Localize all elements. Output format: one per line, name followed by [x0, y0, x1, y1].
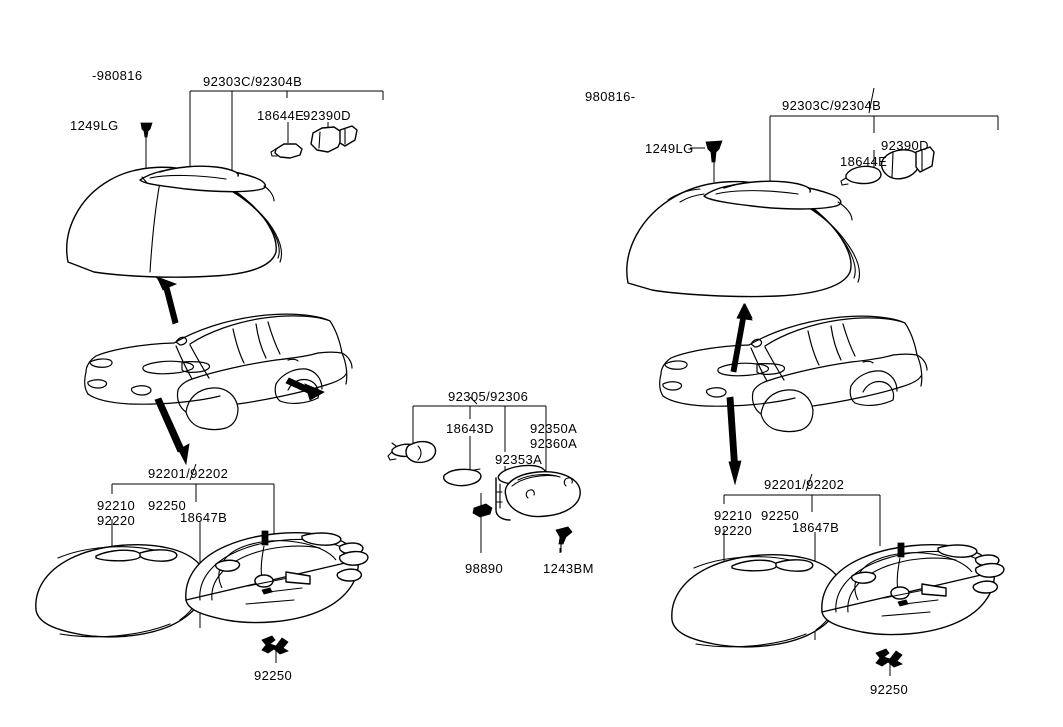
label-right-clip: 92250: [761, 508, 800, 523]
label-center-lens-upper: 92350A: [530, 421, 578, 436]
left-top-leader-lines: [145, 90, 384, 190]
label-left-lens-lower: 92220: [97, 513, 136, 528]
label-left-clip: 92250: [148, 498, 187, 513]
center-screw-small: [472, 503, 493, 518]
label-left-headlamp-bulb: 18647B: [180, 510, 228, 525]
right-screw-1249LG: [705, 140, 723, 163]
left-clip-92250: [261, 635, 289, 655]
left-bottom-leader-lines: [111, 463, 277, 663]
right-vehicle-illustration: [659, 315, 928, 433]
label-center-housing: 92353A: [495, 452, 543, 467]
left-vehicle-illustration: [84, 313, 353, 431]
right-arrow-to-headlamp: [730, 303, 753, 373]
right-bulb-18644E: [840, 165, 882, 186]
label-center-screw: 1243BM: [543, 561, 594, 576]
label-left-headlamp-assembly: 92201/92202: [148, 466, 229, 481]
left-combination-lamp-housing: [66, 165, 283, 278]
right-headlamp-lens: [671, 554, 843, 648]
label-left-clip-bottom: 92250: [254, 668, 293, 683]
center-screw-1243BM: [555, 526, 573, 553]
left-arrow-to-sidemarker: [285, 377, 325, 401]
left-headlamp-housing: [185, 530, 369, 624]
label-right-headlamp-bulb: 18647B: [792, 520, 840, 535]
right-headlamp-housing: [821, 542, 1005, 636]
label-right-lamp-assembly: 92303C/92304B: [782, 98, 882, 113]
label-right-lens-lower: 92220: [714, 523, 753, 538]
label-right-headlamp-assembly: 92201/92202: [764, 477, 845, 492]
label-center-lens-lower: 92360A: [530, 436, 578, 451]
left-arrow-to-foglamp: [154, 397, 190, 466]
label-center-socket: 98890: [465, 561, 504, 576]
label-left-socket: 92390D: [303, 108, 351, 123]
label-left-lens-upper: 92210: [97, 498, 136, 513]
label-right-clip-bottom: 92250: [870, 682, 909, 697]
left-socket-92390D: [310, 125, 358, 153]
right-combination-lamp-housing: [626, 180, 861, 298]
label-right-bulb: 18644E: [840, 154, 888, 169]
left-arrow-to-headlamp: [155, 276, 179, 325]
left-screw-1249LG: [140, 122, 153, 138]
label-right-socket: 92390D: [881, 138, 929, 153]
left-headlamp-lens: [35, 544, 207, 638]
center-bulb-18643D: [442, 468, 482, 487]
label-right-lens-upper: 92210: [714, 508, 753, 523]
right-clip-92250: [875, 648, 903, 668]
right-arrow-to-foglamp: [726, 396, 742, 486]
left-bulb-18644E: [270, 143, 303, 159]
label-right-date-code: 980816-: [585, 89, 636, 104]
center-marker-lamp: [495, 464, 581, 521]
label-left-bulb: 18644E: [257, 108, 305, 123]
center-socket-98890: [387, 440, 437, 464]
right-bottom-leader-lines: [723, 473, 891, 676]
label-left-date-code: -980816: [92, 68, 143, 83]
label-right-screw: 1249LG: [645, 141, 694, 156]
label-center-bulb: 18643D: [446, 421, 494, 436]
label-left-lamp-assembly: 92303C/92304B: [203, 74, 303, 89]
label-left-screw: 1249LG: [70, 118, 119, 133]
label-center-assembly: 92305/92306: [448, 389, 529, 404]
